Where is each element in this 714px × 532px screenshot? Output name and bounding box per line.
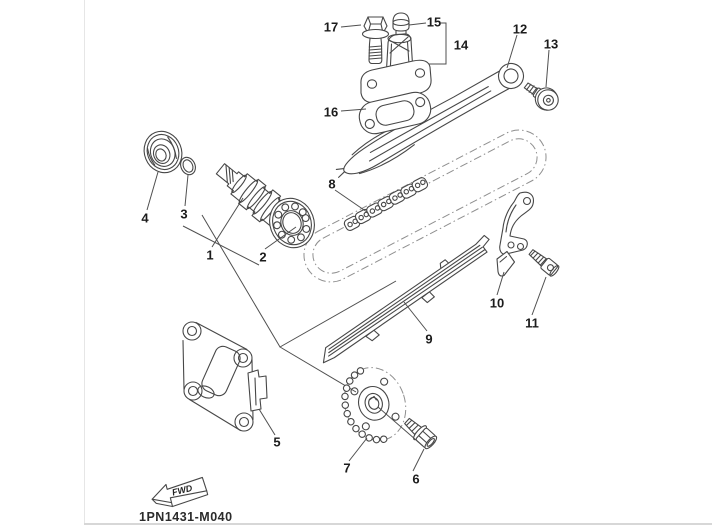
callout-11[interactable]: 11: [525, 315, 539, 331]
chain-guide-lower: [312, 234, 501, 369]
callout-16[interactable]: 16: [323, 104, 339, 120]
bearing-right: [263, 192, 321, 254]
callout-4[interactable]: 4: [141, 210, 149, 226]
callout-15[interactable]: 15: [426, 14, 442, 30]
fwd-arrow: FWD: [149, 475, 208, 511]
assembly-bracket-lines: [183, 215, 396, 392]
sprocket-bolt: [401, 414, 439, 451]
callout-2[interactable]: 2: [259, 249, 267, 265]
callout-7[interactable]: 7: [343, 460, 351, 476]
cam-chain-links: [342, 176, 431, 232]
callout-5[interactable]: 5: [273, 434, 281, 450]
callout-14[interactable]: 14: [453, 37, 469, 53]
callout-10[interactable]: 10: [489, 295, 505, 311]
callout-1[interactable]: 1: [206, 247, 214, 263]
cam-sprocket: [332, 357, 416, 451]
diagram-code: 1PN1431-M040: [139, 510, 233, 524]
stopper-bolt: [527, 247, 560, 277]
callout-13[interactable]: 13: [543, 36, 559, 52]
callout-6[interactable]: 6: [412, 471, 420, 487]
chain-guide-upper: [330, 58, 529, 187]
callout-9[interactable]: 9: [425, 331, 433, 347]
fwd-label: FWD: [171, 483, 194, 498]
bearing-left: [138, 126, 188, 179]
leader-lines: [147, 23, 549, 471]
stopper-bracket: [497, 192, 533, 276]
pivot-bolt: [520, 76, 563, 115]
o-ring: [178, 155, 198, 177]
tensioner-cap-bolt: [363, 17, 389, 64]
side-gasket: [183, 322, 267, 431]
cam-chain-loop: [295, 121, 556, 292]
callout-8[interactable]: 8: [328, 176, 336, 192]
callout-12[interactable]: 12: [512, 21, 528, 37]
callout-17[interactable]: 17: [323, 19, 339, 35]
tensioner-gasket: [356, 89, 433, 136]
callout-3[interactable]: 3: [180, 206, 188, 222]
